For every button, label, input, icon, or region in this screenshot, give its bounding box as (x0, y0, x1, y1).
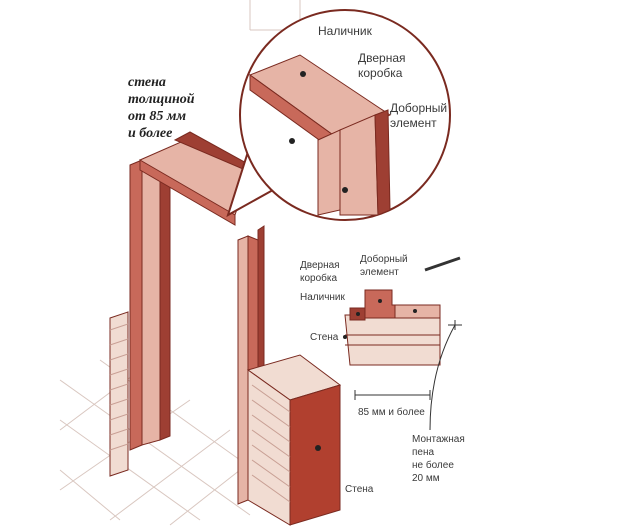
label-stena-sec: Стена (310, 332, 339, 343)
section-detail (315, 256, 462, 451)
door-frame-top (139, 131, 251, 226)
label-dobornyi-sec-1: Доборный (360, 253, 408, 265)
label-foam-2: пена (412, 447, 434, 458)
label-nalichnik-top: Наличник (318, 24, 373, 38)
label-korobka-top-2: коробка (358, 66, 403, 80)
left-wall (109, 311, 129, 477)
right-wall (246, 354, 342, 526)
label-stena-bottom: Стена (345, 484, 374, 495)
label-korobka-sec-1: Дверная (300, 260, 340, 271)
label-dobornyi-top-1: Доборный (390, 101, 447, 115)
side-note-line-1: стена (128, 75, 166, 90)
label-dobornyi-top-2: элемент (390, 116, 437, 130)
labels: стена толщиной от 85 мм и более Наличник… (128, 24, 465, 495)
label-nalichnik-sec: Наличник (300, 292, 346, 303)
label-dimension: 85 мм и более (358, 406, 425, 418)
door-frame-left (129, 159, 171, 451)
label-foam-1: Монтажная (412, 434, 465, 445)
label-foam-4: 20 мм (412, 473, 440, 484)
magnifier (226, 9, 451, 221)
label-korobka-top-1: Дверная (358, 51, 406, 65)
label-korobka-sec-2: коробка (300, 272, 337, 284)
label-foam-3: не более (412, 459, 454, 471)
label-dobornyi-sec-2: элемент (360, 267, 399, 278)
side-note-line-4: и более (128, 126, 172, 141)
side-note-line-3: от 85 мм (128, 109, 186, 124)
side-note-line-2: толщиной (128, 92, 195, 107)
